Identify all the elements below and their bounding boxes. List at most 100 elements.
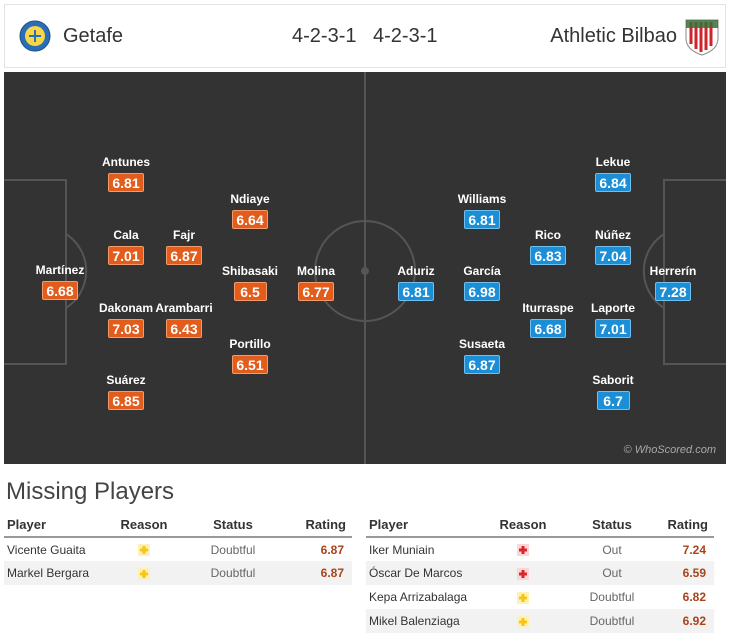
missing-rating: 6.59 [656, 561, 714, 585]
player-name: Saborit [592, 373, 634, 387]
player-name: García [463, 264, 501, 278]
player-rating: 7.01 [108, 246, 144, 265]
doubtful-icon [138, 567, 150, 580]
col-reason[interactable]: Reason [108, 513, 180, 538]
away-player[interactable]: Aduriz 6.81 [376, 263, 456, 302]
player-rating: 6.51 [232, 355, 268, 374]
home-player[interactable]: Shibasaki 6.5 [210, 263, 290, 302]
player-name: Martínez [35, 263, 85, 277]
player-rating: 6.7 [596, 391, 630, 410]
missing-player-name[interactable]: Mikel Balenziaga [366, 609, 478, 633]
player-name: Herrerín [649, 264, 697, 278]
injury-icon [517, 567, 529, 580]
table-row[interactable]: Kepa Arrizabalaga Doubtful 6.82 [366, 585, 714, 609]
away-player[interactable]: Lekue 6.84 [573, 154, 653, 193]
player-rating: 6.87 [166, 246, 202, 265]
player-name: Molina [297, 264, 335, 278]
missing-player-name[interactable]: Óscar De Marcos [366, 561, 478, 585]
player-rating: 6.81 [108, 173, 144, 192]
home-player[interactable]: Arambarri 6.43 [144, 300, 224, 339]
away-player[interactable]: García 6.98 [442, 263, 522, 302]
player-rating: 6.68 [530, 319, 566, 338]
away-player[interactable]: Núñez 7.04 [573, 227, 653, 266]
status-text: Doubtful [568, 609, 656, 633]
home-player[interactable]: Ndiaye 6.64 [210, 191, 290, 230]
doubtful-icon [138, 544, 150, 557]
missing-rating: 6.82 [682, 590, 706, 604]
home-player[interactable]: Martínez 6.68 [20, 262, 100, 301]
player-rating: 6.98 [464, 282, 500, 301]
player-rating: 6.5 [233, 282, 267, 301]
doubtful-icon [517, 615, 529, 628]
getafe-crest-icon[interactable] [19, 20, 51, 52]
table-row[interactable]: Markel Bergara Doubtful 6.87 [4, 561, 352, 585]
player-name: Williams [457, 192, 507, 206]
missing-rating: 6.87 [320, 542, 344, 557]
player-rating: 7.01 [595, 319, 631, 338]
reason-cell [478, 609, 568, 633]
home-team-name[interactable]: Getafe [63, 25, 124, 47]
pitch: Martínez 6.68 Antunes 6.81 Cala 7.01 Dak… [4, 72, 726, 464]
home-player[interactable]: Suárez 6.85 [86, 372, 166, 411]
col-player[interactable]: Player [4, 513, 108, 538]
player-rating: 6.68 [42, 281, 78, 300]
player-rating: 6.87 [464, 355, 500, 374]
away-player[interactable]: Rico 6.83 [508, 227, 588, 266]
athletic-bilbao-crest-icon[interactable] [683, 17, 721, 57]
missing-rating: 6.92 [656, 609, 714, 633]
missing-rating: 6.87 [286, 561, 352, 585]
home-player[interactable]: Portillo 6.51 [210, 336, 290, 375]
table-row[interactable]: Mikel Balenziaga Doubtful 6.92 [366, 609, 714, 633]
table-row[interactable]: Óscar De Marcos Out 6.59 [366, 561, 714, 585]
player-rating: 6.43 [166, 319, 202, 338]
away-player[interactable]: Herrerín 7.28 [633, 263, 713, 302]
player-rating: 6.83 [530, 246, 566, 265]
player-rating: 6.85 [108, 391, 144, 410]
match-header: Getafe 4-2-3-1 4-2-3-1 Athletic Bilbao [4, 4, 726, 68]
col-status[interactable]: Status [568, 513, 656, 538]
status-text: Doubtful [589, 590, 635, 604]
table-row[interactable]: Iker Muniain Out 7.24 [366, 537, 714, 561]
home-player[interactable]: Antunes 6.81 [86, 154, 166, 193]
away-player[interactable]: Saborit 6.7 [573, 372, 653, 411]
missing-player-name[interactable]: Vicente Guaita [7, 542, 86, 557]
away-player[interactable]: Susaeta 6.87 [442, 336, 522, 375]
player-name: Iturraspe [522, 301, 574, 315]
player-rating: 7.04 [595, 246, 631, 265]
away-player[interactable]: Laporte 7.01 [573, 300, 653, 339]
player-name: Ndiaye [230, 192, 270, 206]
col-player[interactable]: Player [366, 513, 478, 538]
reason-cell [108, 537, 180, 561]
home-player[interactable]: Fajr 6.87 [144, 227, 224, 266]
injury-icon [517, 544, 529, 557]
player-name: Núñez [595, 228, 631, 242]
away-team-name[interactable]: Athletic Bilbao [550, 25, 677, 47]
col-rating[interactable]: Rating [286, 513, 352, 538]
away-player[interactable]: Iturraspe 6.68 [508, 300, 588, 339]
player-name: Dakonam [98, 301, 154, 315]
player-rating: 7.28 [655, 282, 691, 301]
col-status[interactable]: Status [180, 513, 286, 538]
home-player[interactable]: Molina 6.77 [276, 263, 356, 302]
player-name: Susaeta [458, 337, 506, 351]
status-text: Doubtful [180, 561, 286, 585]
player-rating: 7.03 [108, 319, 144, 338]
missing-player-name[interactable]: Kepa Arrizabalaga [369, 590, 468, 604]
player-name: Lekue [595, 155, 631, 169]
missing-player-name[interactable]: Markel Bergara [4, 561, 108, 585]
player-rating: 6.64 [232, 210, 268, 229]
col-rating[interactable]: Rating [656, 513, 714, 538]
home-player[interactable]: Cala 7.01 [86, 227, 166, 266]
away-player[interactable]: Williams 6.81 [442, 191, 522, 230]
home-player[interactable]: Dakonam 7.03 [86, 300, 166, 339]
missing-player-name[interactable]: Iker Muniain [369, 542, 435, 557]
player-rating: 6.81 [398, 282, 434, 301]
pitch-lines [4, 72, 726, 464]
reason-cell [108, 561, 180, 585]
player-rating: 6.84 [595, 173, 631, 192]
home-missing-table: Player Reason Status Rating Vicente Guai… [4, 513, 352, 585]
status-text: Out [602, 542, 622, 557]
col-reason[interactable]: Reason [478, 513, 568, 538]
player-name: Suárez [106, 373, 146, 387]
table-row[interactable]: Vicente Guaita Doubtful 6.87 [4, 537, 352, 561]
